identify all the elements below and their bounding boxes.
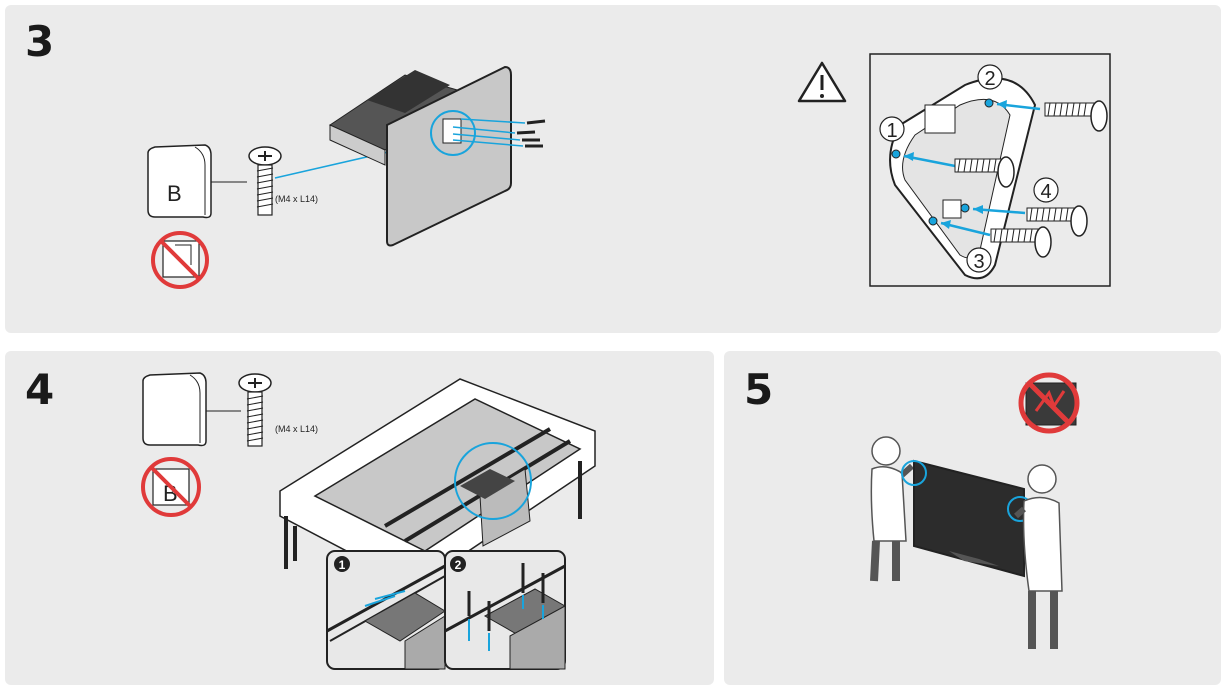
step-5-panel: 5: [724, 351, 1221, 685]
circled-number-icon: 2: [977, 64, 1003, 90]
component-b-box: [142, 372, 207, 447]
step-4-illustration: (M4 x L14) B 1: [141, 372, 596, 670]
circled-number-icon: 1: [879, 116, 905, 142]
callout-label: 1: [886, 120, 897, 142]
step-3-illustration: B (M4 x L14): [147, 53, 1111, 289]
screw-icon: [248, 146, 282, 216]
screw-icon: [954, 156, 1015, 188]
screw-spec: (M4 x L14): [275, 424, 318, 434]
sub-step-label: 2: [455, 558, 462, 572]
sub-step-box-1: 1: [326, 550, 446, 670]
screw-icon: [990, 226, 1052, 258]
detail-box: 2 1 4 3: [869, 53, 1111, 287]
screw-icon: [1044, 100, 1108, 132]
mounting-arrows: [452, 118, 546, 148]
step-3-panel: 3 B (M4 x L14): [5, 5, 1221, 333]
callout-label: 2: [984, 68, 995, 90]
sub-step-box-2: 2: [444, 550, 566, 670]
callout-label: 4: [1040, 181, 1051, 203]
step-5-illustration: [870, 372, 1080, 649]
tv-illustration: [901, 459, 1033, 578]
warning-icon: [797, 61, 847, 103]
prohibited-icon: B: [141, 457, 201, 517]
person-right: [1014, 464, 1063, 649]
circled-number-icon: 3: [966, 247, 992, 273]
step-number: 3: [25, 17, 55, 66]
prohibited-icon: [151, 231, 209, 289]
prohibited-icon: [1018, 372, 1080, 434]
stand-illustration: [328, 65, 512, 247]
step-number: 4: [25, 365, 55, 414]
step-4-panel: 4 (M4 x L14) B: [5, 351, 714, 685]
step-number: 5: [744, 365, 774, 414]
circled-number-icon: 4: [1033, 177, 1059, 203]
part-label: B: [167, 181, 182, 206]
callout-label: 3: [973, 251, 984, 273]
sub-step-label: 1: [339, 558, 346, 572]
screw-spec: (M4 x L14): [275, 194, 318, 204]
screw-icon: [238, 373, 272, 447]
table-illustration: [279, 378, 596, 588]
screw-icon: [1026, 205, 1088, 237]
person-left: [870, 436, 915, 582]
component-b-box: B: [147, 144, 212, 219]
